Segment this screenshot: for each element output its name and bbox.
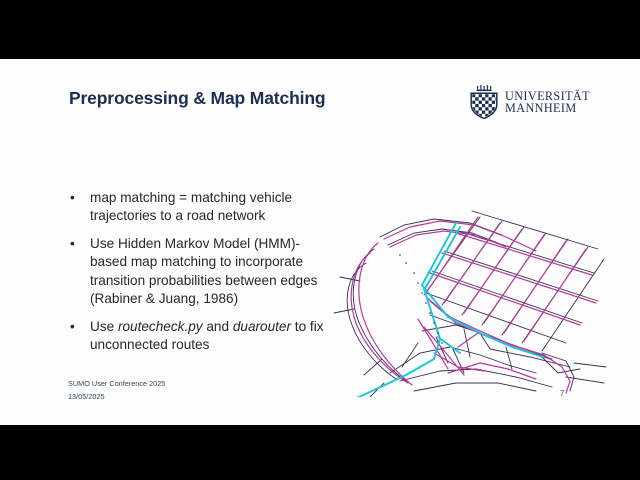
gps-trajectory-cyan — [356, 222, 544, 397]
bullet-marker: • — [70, 190, 75, 205]
bullet-text-3: Use routecheck.py and duarouter to fix u… — [90, 318, 324, 353]
bullet-text-1: map matching = matching vehicle trajecto… — [90, 190, 293, 224]
page-title: Preprocessing & Map Matching — [69, 88, 326, 108]
slide-footer: SUMO User Conference 2025 13/05/2025 — [68, 377, 165, 404]
map-matching-road-network-figure — [330, 177, 610, 397]
bullet-marker: • — [70, 318, 75, 334]
matched-route-magenta — [350, 216, 597, 394]
list-item: • Use routecheck.py and duarouter to fix… — [66, 318, 328, 355]
bullet-text-2: Use Hidden Markov Model (HMM)-based map … — [90, 235, 318, 307]
bullet-list: • map matching = matching vehicle trajec… — [66, 189, 328, 364]
list-item: • map matching = matching vehicle trajec… — [66, 189, 328, 226]
letterbox-bar-bottom — [0, 425, 640, 480]
university-logo-text: UNIVERSITÄT MANNHEIM — [505, 88, 590, 115]
presentation-slide: Preprocessing & Map Matching — [0, 59, 640, 425]
road-network-svg — [333, 210, 607, 397]
list-item: • Use Hidden Markov Model (HMM)-based ma… — [66, 235, 328, 309]
footer-date: 13/05/2025 — [68, 392, 105, 402]
slide-page-number: 7 — [560, 389, 565, 398]
logo-line-1: UNIVERSITÄT — [505, 88, 590, 103]
university-logo: UNIVERSITÄT MANNHEIM — [468, 84, 592, 120]
bullet-marker: • — [70, 235, 75, 251]
university-crest-shield-icon — [470, 85, 498, 119]
route-node-markers — [399, 254, 443, 344]
logo-line-2: MANNHEIM — [505, 101, 577, 115]
letterbox-bar-top — [0, 0, 640, 59]
footer-conference: SUMO User Conference 2025 — [68, 379, 166, 388]
